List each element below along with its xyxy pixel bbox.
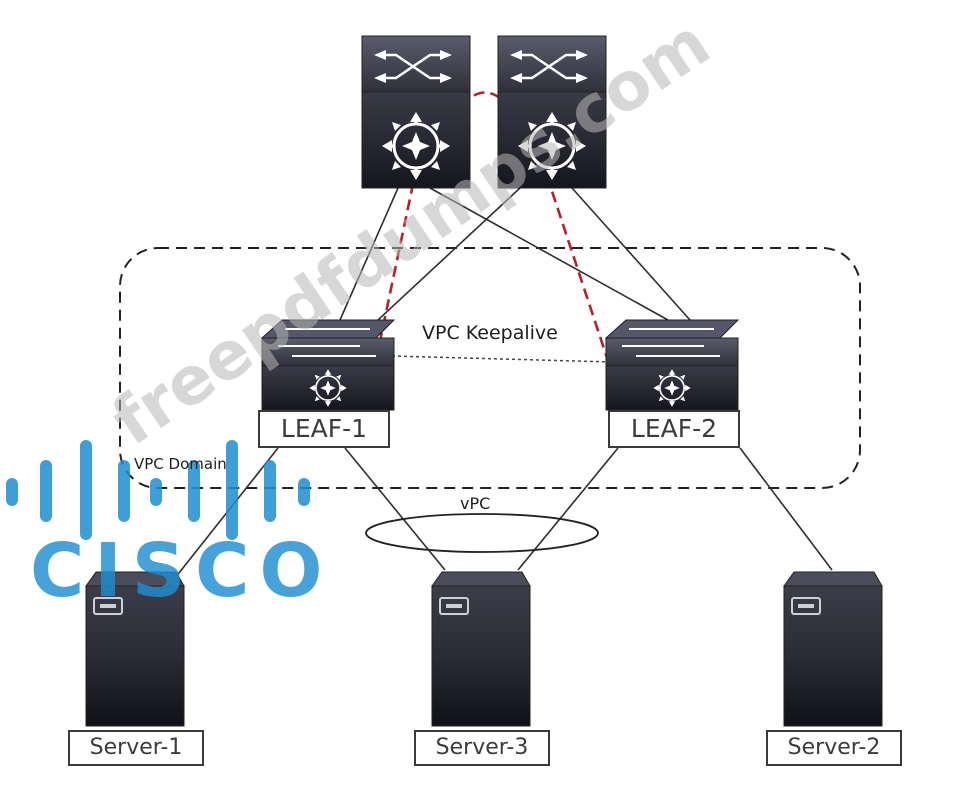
leaf-switch-1 [260, 319, 396, 411]
leaf-switch-2 [604, 319, 740, 411]
vpc-domain-boundary [119, 247, 861, 489]
server-1-label: Server-1 [68, 730, 204, 766]
server-1-chassis [85, 571, 185, 727]
leaf-switch-icon [652, 368, 692, 408]
vpc-label: vPC [460, 494, 491, 513]
spine-leaf-links [339, 187, 691, 321]
cisco-logo-text: CISCO [30, 528, 333, 614]
server-icon [791, 597, 821, 615]
vpc-bundle-ellipse [365, 513, 599, 553]
spine-switch-1 [361, 35, 471, 189]
spine-switch-2 [497, 35, 607, 189]
leaf-2-label: LEAF-2 [608, 410, 740, 448]
vpc-keepalive-label: VPC Keepalive [422, 322, 558, 344]
leaf-1-label: LEAF-1 [258, 410, 390, 448]
server-2-chassis [783, 571, 883, 727]
server-icon [439, 597, 469, 615]
vpc-keepalive-link [391, 355, 613, 363]
server-3-chassis [431, 571, 531, 727]
vpc-domain-label: VPC Domain [134, 455, 227, 473]
server-3-label: Server-3 [414, 730, 550, 766]
leaf-switch-icon [308, 368, 348, 408]
server-2-label: Server-2 [766, 730, 902, 766]
server-icon [93, 597, 123, 615]
cisco-logo-icon [6, 440, 310, 540]
